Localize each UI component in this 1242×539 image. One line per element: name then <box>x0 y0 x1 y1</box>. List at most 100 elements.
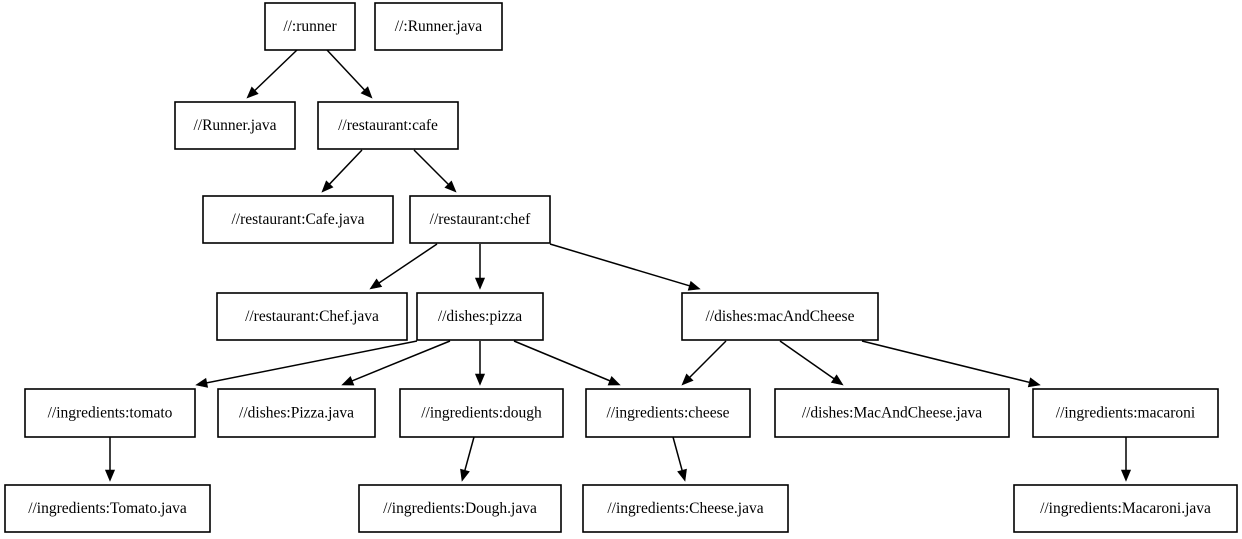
edge-line <box>413 149 450 186</box>
node-cheese[interactable]: //ingredients:cheese <box>585 388 751 438</box>
node-tomato_java[interactable]: //ingredients:Tomato.java <box>4 484 211 533</box>
node-box[interactable] <box>216 292 408 341</box>
node-label: //ingredients:tomato <box>48 405 173 422</box>
node-label: //restaurant:chef <box>430 211 532 228</box>
edge-chef-to-pizza <box>474 244 486 290</box>
arrowhead-icon <box>246 86 259 99</box>
edge-line <box>351 340 451 382</box>
node-chef[interactable]: //restaurant:chef <box>409 195 551 244</box>
edge-line <box>253 49 298 92</box>
edge-line <box>688 340 727 379</box>
arrowhead-icon <box>474 373 486 386</box>
node-box[interactable] <box>1013 484 1238 533</box>
node-macaroni[interactable]: //ingredients:macaroni <box>1032 388 1219 438</box>
node-box[interactable] <box>585 388 751 438</box>
arrowhead-icon <box>341 376 355 386</box>
node-macaroni_java[interactable]: //ingredients:Macaroni.java <box>1013 484 1238 533</box>
arrowhead-icon <box>830 374 844 386</box>
node-label: //ingredients:macaroni <box>1056 405 1196 422</box>
node-runner_java_root[interactable]: //:Runner.java <box>374 2 503 51</box>
node-box[interactable] <box>174 101 296 150</box>
node-label: //:Runner.java <box>395 18 483 35</box>
arrowhead-icon <box>360 86 373 99</box>
arrowhead-icon <box>681 373 694 386</box>
node-dough[interactable]: //ingredients:dough <box>399 388 564 438</box>
arrowhead-icon <box>444 180 457 193</box>
arrowhead-icon <box>195 377 209 388</box>
node-label: //Runner.java <box>193 117 276 134</box>
node-chef_java[interactable]: //restaurant:Chef.java <box>216 292 408 341</box>
node-label: //restaurant:Cafe.java <box>232 211 365 228</box>
arrowhead-icon <box>321 180 334 193</box>
edge-macandcheese-to-macandcheese_java <box>779 340 844 386</box>
edge-pizza-to-cheese <box>513 340 621 386</box>
edge-line <box>205 340 418 384</box>
edge-pizza-to-dough <box>474 341 486 386</box>
node-dough_java[interactable]: //ingredients:Dough.java <box>358 484 562 533</box>
node-label: //ingredients:cheese <box>606 405 729 422</box>
node-cheese_java[interactable]: //ingredients:Cheese.java <box>582 484 789 533</box>
node-box[interactable] <box>358 484 562 533</box>
edge-runner-to-cafe <box>326 49 373 99</box>
nodes-layer: //:runner //:Runner.java //Runner.java //re… <box>4 2 1238 533</box>
node-runner[interactable]: //:runner <box>264 2 356 51</box>
node-pizza_java[interactable]: //dishes:Pizza.java <box>217 388 376 438</box>
node-label: //dishes:Pizza.java <box>239 405 354 422</box>
edge-line <box>377 243 438 284</box>
arrowhead-icon <box>677 468 687 482</box>
edge-line <box>328 149 363 186</box>
edge-cafe-to-cafe_java <box>321 149 363 193</box>
node-label: //dishes:macAndCheese <box>706 308 855 325</box>
edges-layer <box>104 49 1132 482</box>
node-box[interactable] <box>217 388 376 438</box>
node-label: //ingredients:Cheese.java <box>607 500 763 517</box>
node-label: //restaurant:cafe <box>338 117 438 134</box>
node-box[interactable] <box>399 388 564 438</box>
edge-cheese-to-cheese_java <box>672 436 687 482</box>
node-box[interactable] <box>264 2 356 51</box>
edge-line <box>861 340 1031 384</box>
edge-line <box>549 243 691 287</box>
edge-line <box>326 49 366 92</box>
node-box[interactable] <box>4 484 211 533</box>
edge-line <box>513 340 611 382</box>
edge-pizza-to-tomato <box>195 340 418 388</box>
node-macandcheese_java[interactable]: //dishes:MacAndCheese.java <box>774 388 1010 438</box>
node-box[interactable] <box>409 195 551 244</box>
edge-line <box>779 340 836 380</box>
node-label: //dishes:pizza <box>438 308 522 325</box>
node-box[interactable] <box>202 195 394 244</box>
node-runner_java[interactable]: //Runner.java <box>174 101 296 150</box>
node-label: //ingredients:dough <box>421 405 542 422</box>
edge-macandcheese-to-cheese <box>681 340 727 386</box>
node-tomato[interactable]: //ingredients:tomato <box>24 388 196 438</box>
node-box[interactable] <box>317 101 459 150</box>
node-box[interactable] <box>1032 388 1219 438</box>
node-box[interactable] <box>416 292 544 341</box>
node-label: //restaurant:Chef.java <box>245 308 379 325</box>
arrowhead-icon <box>1120 469 1132 482</box>
edge-chef-to-chef_java <box>369 243 438 290</box>
node-box[interactable] <box>774 388 1010 438</box>
node-box[interactable] <box>681 292 879 341</box>
arrowhead-icon <box>687 280 701 291</box>
node-cafe[interactable]: //restaurant:cafe <box>317 101 459 150</box>
node-macandcheese[interactable]: //dishes:macAndCheese <box>681 292 879 341</box>
node-box[interactable] <box>374 2 503 51</box>
node-pizza[interactable]: //dishes:pizza <box>416 292 544 341</box>
node-label: //ingredients:Tomato.java <box>28 500 187 517</box>
edge-chef-to-macandcheese <box>549 243 701 291</box>
arrowhead-icon <box>1027 377 1041 388</box>
edge-macaroni-to-macaroni_java <box>1120 437 1132 482</box>
edge-cafe-to-chef <box>413 149 457 193</box>
node-label: //ingredients:Macaroni.java <box>1040 500 1211 517</box>
node-box[interactable] <box>24 388 196 438</box>
node-box[interactable] <box>582 484 789 533</box>
arrowhead-icon <box>474 277 486 290</box>
edge-pizza-to-pizza_java <box>341 340 451 386</box>
arrowhead-icon <box>104 469 116 482</box>
node-label: //ingredients:Dough.java <box>383 500 537 517</box>
node-cafe_java[interactable]: //restaurant:Cafe.java <box>202 195 394 244</box>
arrowhead-icon <box>460 468 470 482</box>
